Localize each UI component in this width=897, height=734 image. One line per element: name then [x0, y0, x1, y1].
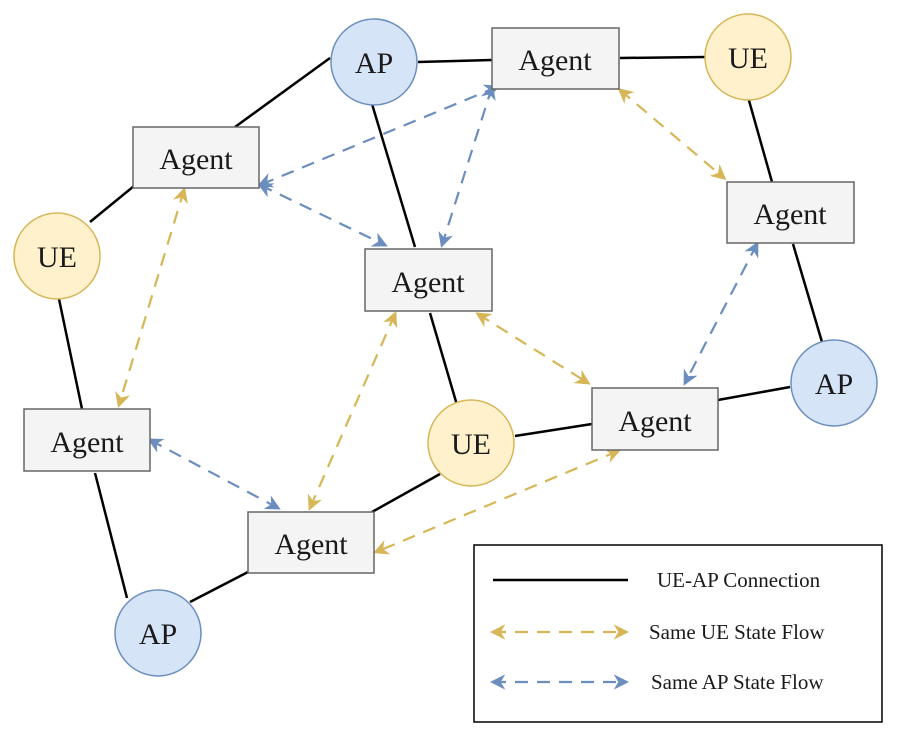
legend-item-ue-flow: Same UE State Flow: [489, 620, 825, 644]
ap-node: AP: [114, 589, 202, 677]
agent-label: Agent: [518, 44, 592, 77]
ap-state-flow-arrow: [257, 183, 388, 247]
ue-label: UE: [728, 42, 768, 75]
ue-label: UE: [37, 241, 77, 274]
ap-state-flow-arrow: [147, 438, 281, 510]
legend-item-connection: UE-AP Connection: [493, 568, 821, 592]
ue-state-flow-arrow: [475, 312, 591, 385]
connection-line: [93, 472, 129, 599]
connection-line: [746, 96, 774, 183]
agent-node: Agent: [23, 408, 151, 472]
ue-node: UE: [704, 13, 792, 101]
connection-line: [514, 422, 593, 438]
ue-label: UE: [451, 428, 491, 461]
agent-label: Agent: [618, 405, 692, 438]
ue-node: UE: [427, 399, 515, 487]
legend: UE-AP Connection Same UE State Flow Same…: [473, 544, 883, 723]
agent-label: Agent: [50, 426, 124, 459]
ap-label: AP: [815, 368, 853, 401]
agent-node: Agent: [132, 126, 260, 189]
legend-item-ap-flow: Same AP State Flow: [489, 670, 824, 694]
agent-label: Agent: [159, 143, 233, 176]
agent-node: Agent: [247, 511, 375, 574]
agent-node: Agent: [364, 248, 493, 312]
ap-state-flow-arrow: [683, 241, 759, 386]
connection-line: [189, 570, 249, 604]
ap-label: AP: [139, 618, 177, 651]
ue-state-flow-arrow: [115, 187, 188, 408]
ap-label: AP: [355, 47, 393, 80]
agent-label: Agent: [391, 266, 465, 299]
connection-line: [89, 185, 135, 223]
agent-node: Agent: [591, 387, 719, 451]
connection-line: [417, 58, 493, 64]
connection-line: [371, 472, 441, 514]
ap-node: AP: [790, 339, 878, 427]
ap-state-flows: [147, 84, 759, 510]
ue-node: UE: [13, 212, 101, 300]
ue-state-flows: [115, 88, 727, 555]
agent-label: Agent: [274, 528, 348, 561]
agent-node: Agent: [491, 27, 620, 90]
connection-line: [428, 312, 459, 406]
legend-ue-flow-label: Same UE State Flow: [649, 620, 825, 644]
connection-line: [717, 385, 791, 402]
ap-state-flow-arrow: [438, 84, 496, 248]
connection-line: [791, 243, 824, 343]
connection-line: [234, 56, 331, 129]
connection-line: [370, 103, 417, 248]
ue-state-flow-arrow: [617, 88, 727, 180]
ue-state-flow-arrow: [307, 311, 398, 511]
connection-line: [619, 55, 706, 60]
agent-node: Agent: [726, 181, 855, 244]
ap-node: AP: [330, 18, 418, 106]
legend-connection-label: UE-AP Connection: [657, 568, 821, 592]
agent-label: Agent: [753, 198, 827, 231]
legend-ap-flow-label: Same AP State Flow: [651, 670, 824, 694]
connection-line: [57, 298, 84, 410]
